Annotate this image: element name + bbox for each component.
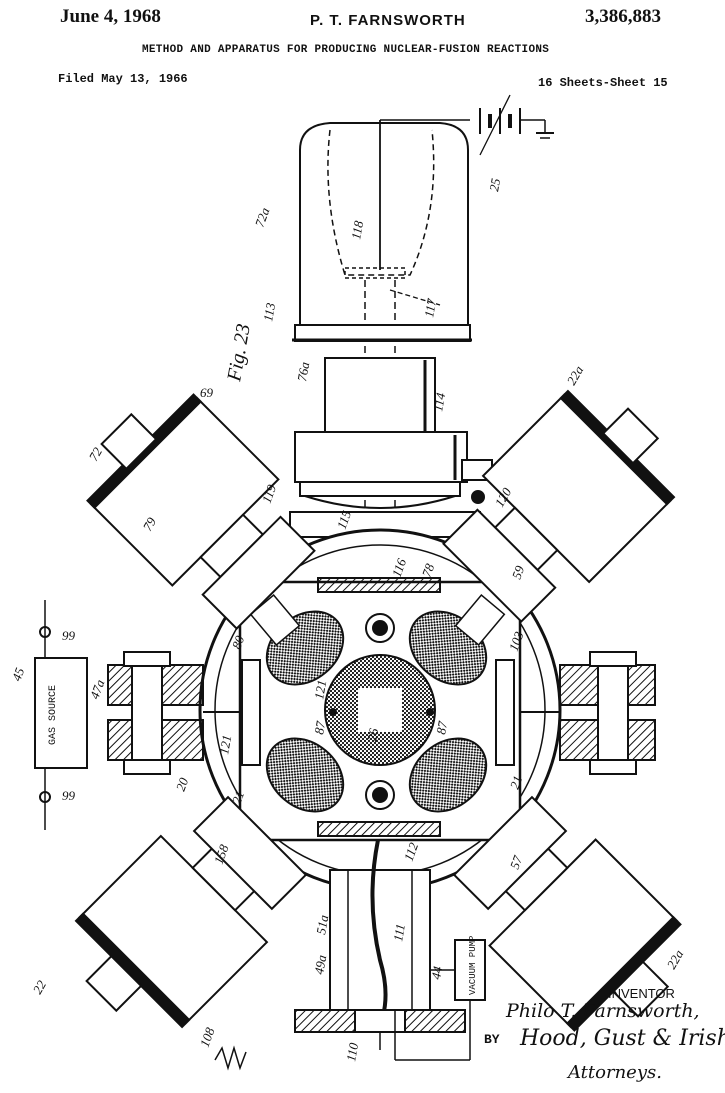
gas-source-label: GAS SOURCE bbox=[48, 685, 59, 745]
ref-21-a: 21 bbox=[229, 789, 248, 806]
ref-20: 20 bbox=[173, 775, 192, 793]
ref-26: 26 bbox=[364, 727, 381, 743]
ref-59: 59 bbox=[509, 563, 528, 581]
ref-117: 117 bbox=[421, 297, 439, 318]
ref-115: 115 bbox=[334, 508, 355, 531]
inventor-label: INVENTOR bbox=[608, 986, 675, 1001]
ref-116: 116 bbox=[389, 556, 410, 579]
upper-vessel bbox=[299, 122, 469, 325]
ref-45: 45 bbox=[9, 665, 28, 683]
vacuum-pump-label: VACUUM PUMP bbox=[468, 936, 478, 995]
ref-118: 118 bbox=[348, 219, 366, 240]
inventor-header: P. T. FARNSWORTH bbox=[310, 12, 466, 29]
ref-72: 72 bbox=[86, 444, 106, 463]
ref-114: 114 bbox=[430, 391, 448, 412]
ref-57: 57 bbox=[507, 853, 526, 871]
attorneys-label: Attorneys. bbox=[568, 1062, 662, 1083]
ref-22a-top: 22a bbox=[564, 363, 587, 388]
ref-119: 119 bbox=[259, 482, 280, 505]
ref-99-a: 99 bbox=[62, 628, 76, 643]
ref-21-b: 21 bbox=[507, 774, 526, 791]
ref-158: 158 bbox=[211, 842, 232, 866]
ref-110: 110 bbox=[343, 1041, 361, 1062]
filed-date: Filed May 13, 1966 bbox=[58, 72, 188, 86]
by-label: BY bbox=[484, 1032, 500, 1047]
patent-number: 3,386,883 bbox=[585, 6, 661, 27]
sheet-number: 16 Sheets-Sheet 15 bbox=[538, 76, 668, 90]
ref-76a: 76a bbox=[294, 360, 312, 382]
ref-22a-bottom: 22a bbox=[664, 947, 687, 972]
ref-80: 80 bbox=[229, 633, 248, 651]
ref-111: 111 bbox=[390, 923, 408, 943]
ref-99-b: 99 bbox=[62, 788, 76, 803]
patent-date: June 4, 1968 bbox=[60, 6, 161, 27]
ref-121-b: 121 bbox=[216, 734, 234, 756]
ref-51a: 51a bbox=[313, 913, 331, 935]
ref-87-a: 87 bbox=[311, 720, 328, 736]
figure-label: Fig. 23 bbox=[223, 322, 255, 384]
ref-121-a: 121 bbox=[311, 679, 329, 701]
ref-113: 113 bbox=[260, 301, 278, 322]
inventor-signature: Philo T. Farnsworth, bbox=[506, 1000, 700, 1022]
ref-49a: 49a bbox=[311, 953, 329, 975]
ref-25: 25 bbox=[486, 177, 503, 193]
attorney-signature: Hood, Gust & Irish bbox=[520, 1026, 725, 1051]
ref-44: 44 bbox=[428, 965, 445, 981]
ref-69: 69 bbox=[200, 385, 214, 400]
ref-72a: 72a bbox=[252, 205, 273, 229]
ref-22: 22 bbox=[30, 977, 50, 996]
ref-78: 78 bbox=[419, 561, 438, 579]
ref-108: 108 bbox=[197, 1025, 218, 1049]
ref-103: 103 bbox=[506, 629, 527, 653]
patent-title: METHOD AND APPARATUS FOR PRODUCING NUCLE… bbox=[142, 44, 550, 56]
ref-47a: 47a bbox=[87, 677, 108, 701]
ref-87-b: 87 bbox=[433, 720, 450, 736]
ref-112: 112 bbox=[401, 840, 422, 863]
